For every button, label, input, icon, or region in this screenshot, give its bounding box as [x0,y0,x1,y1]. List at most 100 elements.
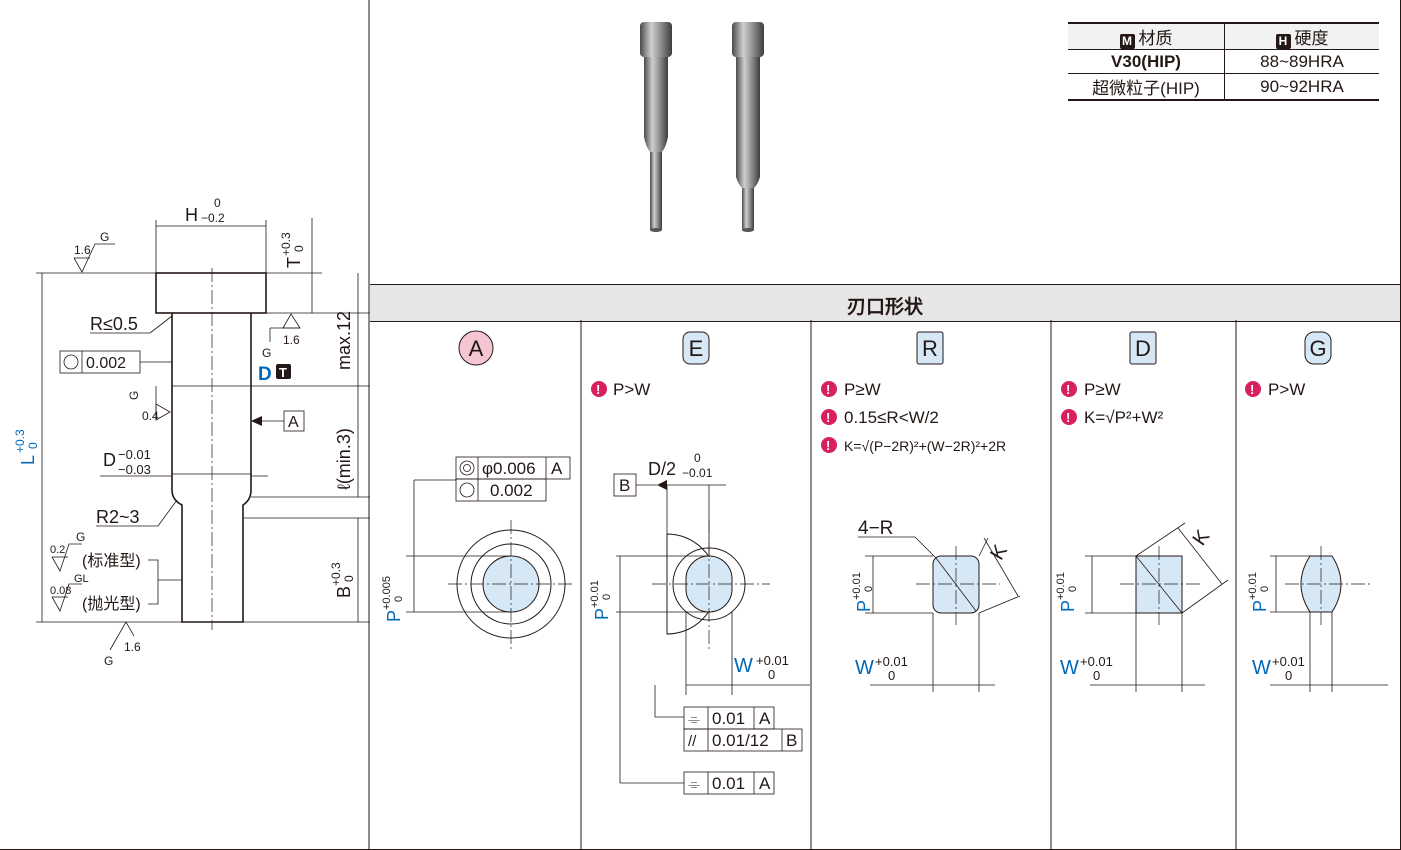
svg-text:!: ! [1250,382,1254,397]
g-02: G [76,530,85,544]
h-tol-lower: −0.2 [201,211,225,225]
material-cell: V30(HIP) [1068,49,1225,74]
m-badge: M [1119,34,1135,49]
section-title-bar: 刃口形状 [370,284,1400,322]
shape-e-drawing: B D/2 0 −0.01 W +0.01 0 ⌯ // 0.01 A 0.01… [589,451,810,795]
note-r-1: ! 0.15≤R<W/2 [821,408,939,427]
svg-text:+0.01: +0.01 [589,580,601,608]
e-p-label: P [592,608,612,620]
polished-label: (抛光型) [82,595,141,613]
e-sym2: 0.01 [712,774,745,793]
l-tol-upper: +0.3 [13,429,27,453]
rough-16-top: 1.6 [74,243,91,257]
svg-text:P≥W: P≥W [1084,380,1121,399]
svg-text:A: A [759,774,771,793]
svg-text:R: R [922,336,938,361]
d-tol-upper: −0.01 [118,447,151,462]
punch-dimension-drawing: H 0 −0.2 T +0.3 0 max.12 ℓ(min.3) B +0.3… [13,0,370,850]
svg-text:0: 0 [1259,586,1271,592]
a-concentricity: φ0.006 [482,459,536,478]
material-cell: 超微粒子(HIP) [1068,73,1225,101]
hardness-header: 硬度 [1294,29,1329,48]
hardness-cell: 90~92HRA [1224,73,1379,101]
svg-text:G: G [1309,336,1326,361]
svg-text:E: E [689,336,704,361]
g-04: G [127,391,141,400]
svg-text:0: 0 [768,667,775,682]
svg-text:!: ! [1066,382,1070,397]
a-datum: A [551,459,563,478]
punch-image-1 [640,22,672,232]
b-label: B [334,586,354,598]
r05-label: R≤0.5 [90,314,138,334]
shape-d-drawing: K W +0.01 0 P +0.01 0 [1055,522,1229,692]
d-w-label: W [1060,657,1079,679]
t-label: T [284,257,304,268]
a-circularity: 0.002 [490,481,533,500]
shape-code-r: R [916,331,944,365]
svg-text:K=√P²+W²: K=√P²+W² [1084,408,1164,427]
rough-02: 0.2 [50,544,65,556]
svg-text:+0.01: +0.01 [1080,654,1113,669]
g-right: G [262,346,271,360]
svg-text:⌯: ⌯ [688,776,700,793]
hardness-cell: 88~89HRA [1224,49,1379,74]
svg-text:!: ! [826,438,830,453]
svg-text:!: ! [1066,410,1070,425]
e-w-label: W [734,655,753,677]
svg-text:A: A [469,336,484,361]
shape-g-drawing: W +0.01 0 P +0.01 0 [1247,546,1388,692]
t-badge: T [279,365,287,380]
d-tol-lower: −0.03 [118,462,151,477]
product-image [640,22,764,232]
svg-text:!: ! [826,410,830,425]
e-sym1: 0.01 [712,709,745,728]
note-d-1: ! K=√P²+W² [1061,408,1164,427]
svg-text:+0.01: +0.01 [1247,572,1259,600]
svg-text:+0.01: +0.01 [851,572,863,600]
r-p-label: P [854,600,874,612]
note-r-0: ! P≥W [821,380,881,399]
svg-text:!: ! [826,382,830,397]
rough-04: 0.4 [142,409,159,423]
svg-text:+0.01: +0.01 [756,653,789,668]
rough-16-right: 1.6 [283,333,300,347]
svg-text:+0.01: +0.01 [1272,654,1305,669]
svg-text:0: 0 [1093,668,1100,683]
g-w-label: W [1252,657,1271,679]
b-tol-lower: 0 [342,575,356,582]
svg-text:0: 0 [601,594,613,600]
g-p-label: P [1250,600,1270,612]
note-g-0: ! P>W [1245,380,1305,399]
b-tol-upper: +0.3 [329,562,343,586]
note-r-2: ! K=√(P−2R)²+(W−2R)²+2R [821,437,1006,454]
standard-label: (标准型) [82,552,141,570]
svg-text:0: 0 [863,586,875,592]
max12-label: max.12 [334,311,354,370]
svg-text:0.15≤R<W/2: 0.15≤R<W/2 [844,408,939,427]
e-d2-label: D/2 [648,459,676,479]
r-4r-label: 4−R [858,518,893,539]
svg-text:−0.01: −0.01 [682,466,713,480]
g-bottom: G [104,654,113,668]
table-row: V30(HIP) 88~89HRA [1068,49,1379,74]
svg-text:P>W: P>W [1268,380,1305,399]
svg-text:K=√(P−2R)²+(W−2R)²+2R: K=√(P−2R)²+(W−2R)²+2R [844,438,1006,454]
l-tol-lower: 0 [26,442,40,449]
t-tol-lower: 0 [292,245,306,252]
svg-text:+0.005: +0.005 [381,576,393,610]
table-row: 超微粒子(HIP) 90~92HRA [1068,73,1379,101]
svg-text:0: 0 [1067,586,1079,592]
svg-text:+0.01: +0.01 [875,654,908,669]
note-e-0: ! P>W [591,380,650,399]
shape-code-d: D [1129,331,1157,365]
l-label: L [18,455,38,465]
shape-code-g: G [1304,331,1332,365]
shape-panels: A E R D G ! P>W ! P≥W ! 0.15≤R<W/2 ! K=√… [381,320,1388,850]
svg-text://: // [688,733,697,750]
a-p-label: P [384,610,404,622]
h-label: H [185,205,198,225]
shape-a-drawing: φ0.006 A 0.002 P +0.005 0 [381,456,575,650]
svg-text:+0.01: +0.01 [1055,572,1067,600]
svg-text:D: D [1135,336,1151,361]
